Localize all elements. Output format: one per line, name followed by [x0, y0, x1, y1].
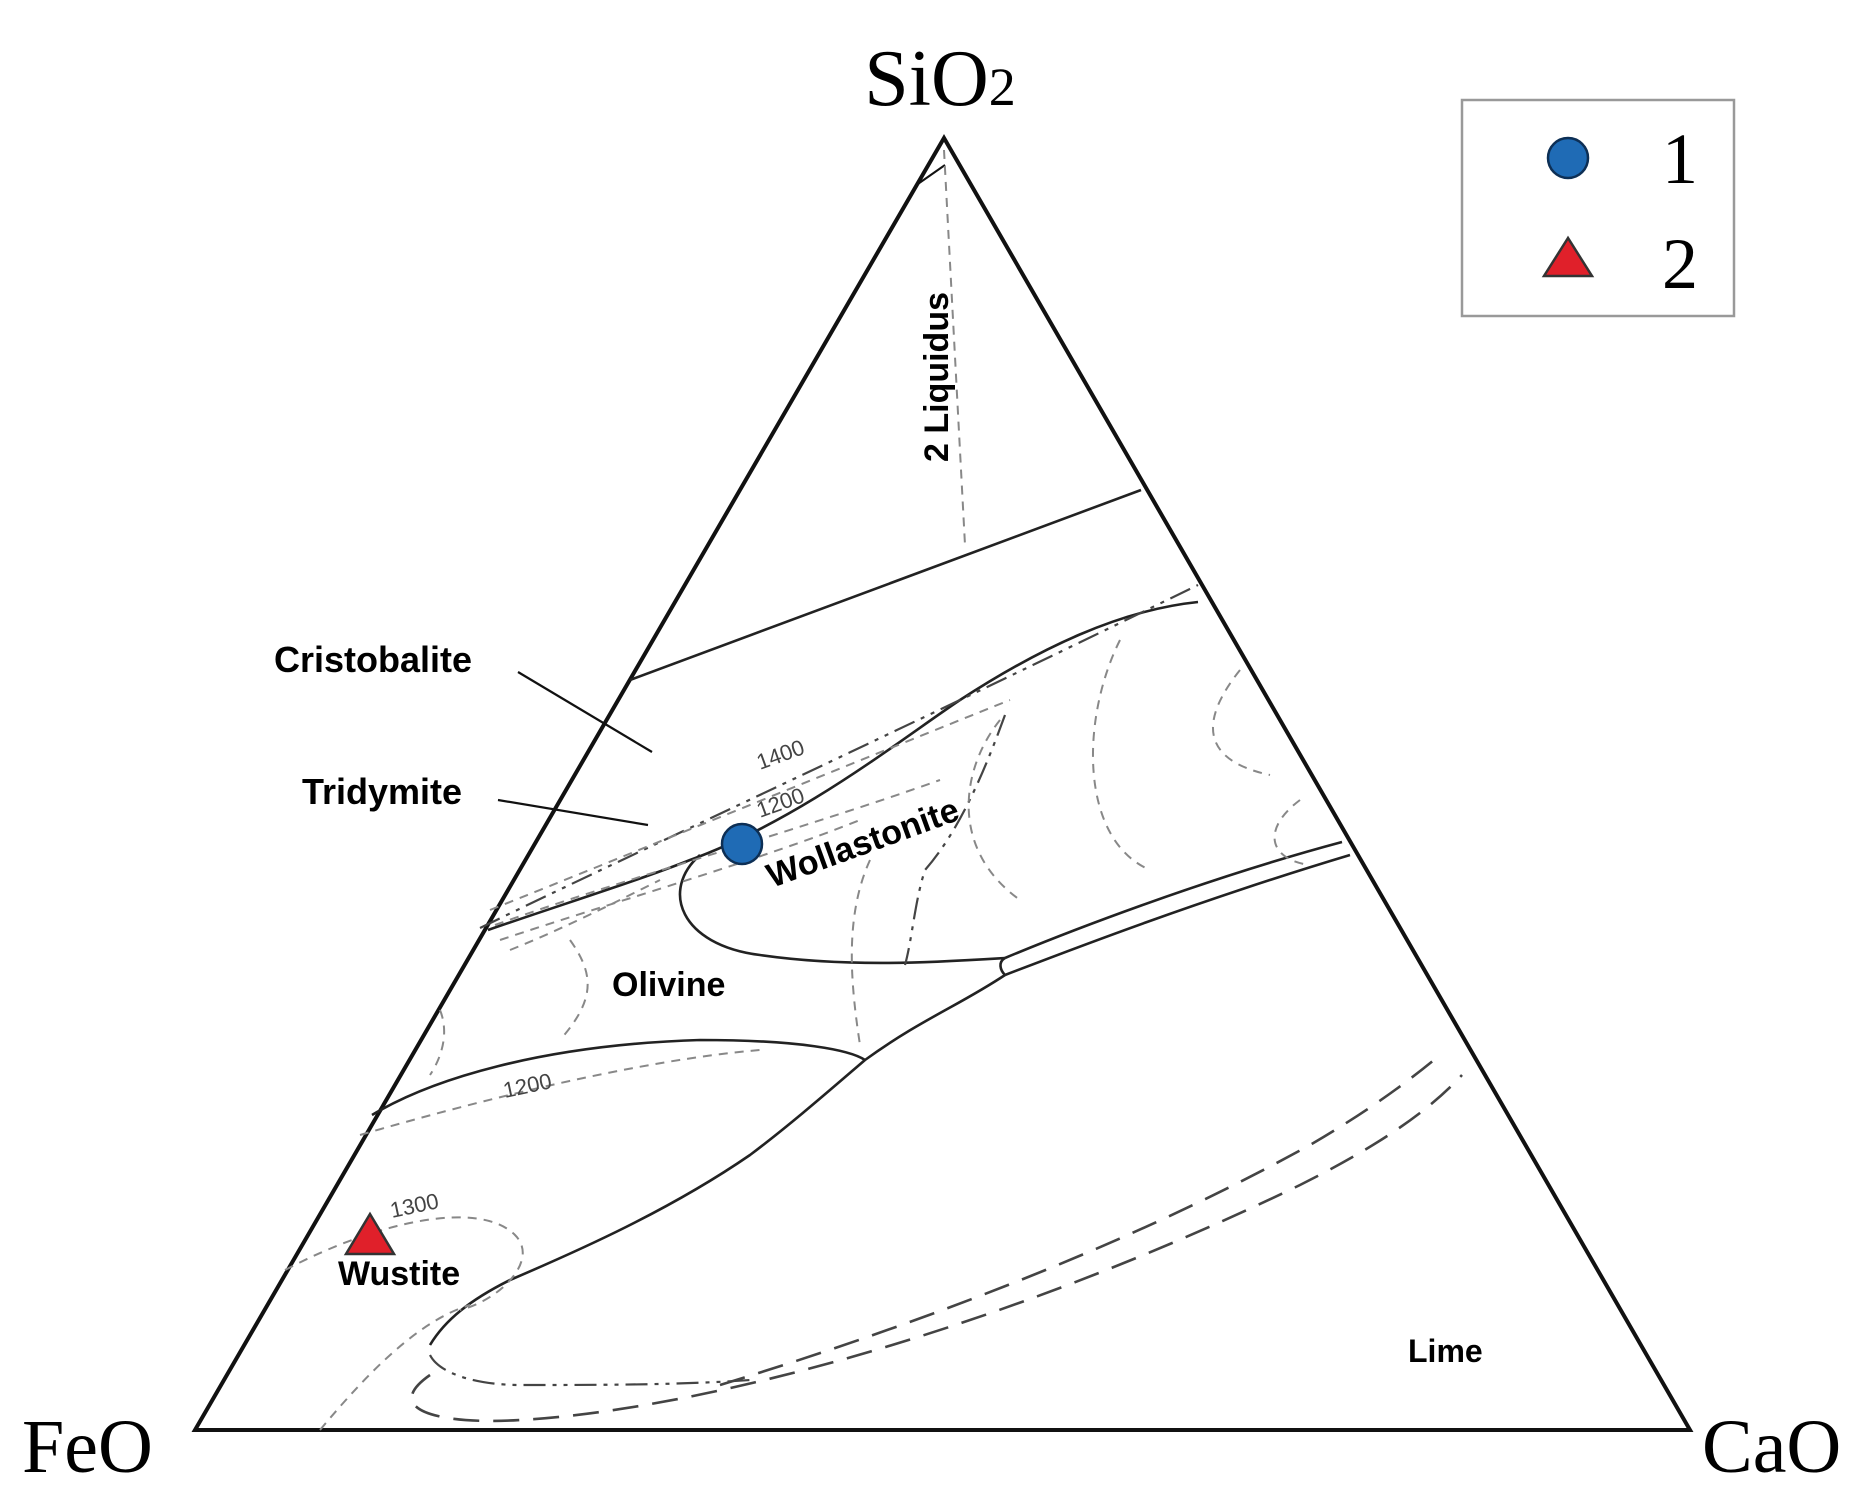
isotherm-label-1400: 1400	[753, 734, 808, 774]
field-label-lime: Lime	[1408, 1333, 1483, 1369]
isotherm-label-1200-upper: 1200	[753, 782, 808, 822]
vertex-sio2-label: SiO2	[864, 35, 1016, 123]
isotherm-olivine-edge	[429, 1009, 446, 1076]
legend-triangle-icon	[1541, 235, 1595, 278]
vertex-feo-label: FeO	[22, 1405, 153, 1488]
field-label-olivine: Olivine	[612, 966, 725, 1004]
isotherm-1400	[489, 699, 1011, 911]
boundary-olivine-lime	[428, 973, 1006, 1346]
boundary-wollastonite-olivine-kink	[999, 956, 1006, 976]
isotherm-wollastonite-b	[967, 719, 1021, 901]
dashdot-lime-lower	[429, 1354, 751, 1387]
dashdot-cristobalite-upper	[479, 584, 1199, 929]
boundary-olivine-wustite	[371, 1038, 866, 1117]
isotherm-1200-lower	[359, 1049, 761, 1136]
boundary-liquidus-upper	[629, 488, 1142, 682]
isotherm-upper-4	[509, 879, 661, 951]
legend: 1 2	[1460, 98, 1736, 318]
isotherm-label-1200-lower: 1200	[501, 1068, 554, 1103]
boundary-tridymite-wollastonite	[487, 600, 1199, 932]
leader-cristobalite	[517, 671, 653, 753]
isotherm-wustite-lower	[319, 1304, 471, 1431]
leader-tridymite	[497, 798, 649, 827]
sample-1-marker	[720, 822, 764, 866]
lime-dashed-lower	[410, 1074, 1463, 1423]
legend-label-1: 1	[1662, 119, 1698, 199]
sample-2-marker	[343, 1211, 397, 1256]
boundary-wollastonite-olivine	[678, 854, 1006, 965]
isotherm-wollastonite-d	[1211, 669, 1271, 776]
isotherm-right-edge	[1273, 799, 1311, 866]
ternary-triangle	[191, 134, 1694, 1432]
apex-inner-line	[914, 164, 946, 187]
field-label-cristobalite: Cristobalite	[274, 639, 472, 680]
legend-circle-icon	[1546, 136, 1590, 180]
lime-dashed-upper	[719, 1054, 1441, 1387]
isotherm-1200-upper	[499, 819, 861, 941]
legend-box	[1460, 98, 1736, 318]
isotherm-olivine-left	[559, 939, 589, 1041]
dashed-liquidus-vertical	[943, 149, 966, 546]
isotherm-upper-2	[494, 779, 941, 926]
isotherm-label-1300: 1300	[388, 1188, 441, 1223]
field-label-wustite: Wustite	[338, 1255, 460, 1293]
isotherm-wollastonite-c	[1092, 639, 1151, 871]
field-label-tridymite: Tridymite	[302, 771, 462, 812]
field-label-liquidus: 2 Liquidus	[918, 292, 956, 462]
isotherm-wollastonite-a	[850, 859, 871, 1046]
vertex-cao-label: CaO	[1702, 1405, 1841, 1488]
legend-label-2: 2	[1662, 224, 1698, 304]
dashdot-wollastonite-vertical	[903, 714, 1007, 966]
